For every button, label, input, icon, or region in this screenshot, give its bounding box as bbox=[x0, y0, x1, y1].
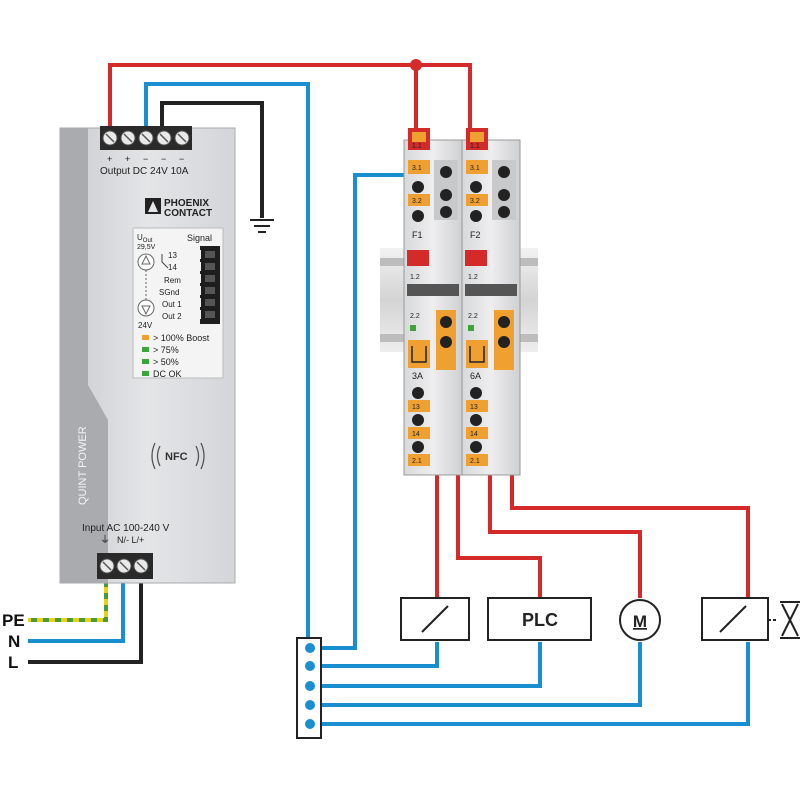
wire-psu-negative bbox=[144, 82, 310, 645]
plc-label: PLC bbox=[522, 610, 558, 630]
f2-t-mid2: 2.2 bbox=[468, 313, 478, 320]
wire-ret-plc bbox=[316, 642, 542, 688]
uout-value: 29,5V bbox=[137, 244, 156, 251]
wire-mains-l bbox=[28, 575, 143, 664]
signal-terminals bbox=[196, 250, 201, 319]
load-motor: M bbox=[619, 599, 661, 641]
power-supply: QUINT POWER + + − − − Output DC 24V 10A … bbox=[59, 126, 236, 584]
positive-junction bbox=[410, 59, 422, 71]
load-valve bbox=[701, 597, 800, 641]
uout-label: UOut bbox=[137, 233, 153, 244]
f2-t-low-1: 13 bbox=[470, 404, 478, 411]
f2-t-mid1: 1.2 bbox=[468, 274, 478, 281]
input-screws bbox=[99, 558, 149, 574]
signal-header: Signal bbox=[187, 233, 212, 243]
f1-t-top-a: 1.1 bbox=[412, 143, 422, 150]
brand-line2: CONTACT bbox=[164, 208, 212, 219]
f1-rating: 3A bbox=[412, 371, 423, 381]
led-swatch-75 bbox=[142, 347, 149, 352]
output-pol-5: − bbox=[179, 154, 184, 164]
valve-coil-icon bbox=[719, 605, 747, 633]
signal-term-3: Rem bbox=[164, 276, 181, 285]
uout-min: 24V bbox=[138, 321, 153, 330]
led-text-boost: > 100% Boost bbox=[153, 333, 210, 343]
mains-l-label: L bbox=[8, 653, 18, 672]
signal-terminal-holes bbox=[205, 251, 215, 318]
signal-term-2: 14 bbox=[168, 263, 177, 272]
led-text-50: > 50% bbox=[153, 357, 179, 367]
led-text-75: > 75% bbox=[153, 345, 179, 355]
led-swatch-boost bbox=[142, 335, 149, 340]
f1-t-low-3: 2.1 bbox=[412, 458, 422, 465]
wire-signal-return bbox=[316, 173, 418, 650]
return-terminal-block bbox=[296, 637, 322, 739]
wire-ret-relay bbox=[316, 642, 439, 668]
wires bbox=[28, 59, 750, 726]
motor-label: M bbox=[633, 612, 647, 631]
led-text-dcok: DC OK bbox=[153, 369, 182, 379]
wire-psu-ground bbox=[160, 101, 264, 218]
output-pol-4: − bbox=[161, 154, 166, 164]
input-polarity: N/- L/+ bbox=[117, 535, 144, 545]
input-ground-symbol-icon: ⏚ bbox=[100, 534, 110, 546]
led-swatch-50 bbox=[142, 359, 149, 364]
led-legend: > 100% Boost > 75% > 50% DC OK bbox=[142, 333, 210, 379]
wire-ret-motor bbox=[316, 642, 642, 707]
led-swatch-dcok bbox=[142, 371, 149, 376]
brand-line1: PHOENIX bbox=[164, 198, 209, 209]
output-pol-1: + bbox=[107, 154, 112, 164]
wire-mains-n bbox=[28, 575, 125, 643]
wire-mains-pe-stripe bbox=[28, 575, 108, 622]
f1-t-low-1: 13 bbox=[412, 404, 420, 411]
signal-term-6: Out 2 bbox=[162, 312, 182, 321]
f2-rating: 6A bbox=[470, 371, 481, 381]
relay-contact-icon bbox=[161, 254, 169, 269]
output-label: Output DC 24V 10A bbox=[100, 166, 189, 177]
f1-t-mid2: 2.2 bbox=[410, 313, 420, 320]
psu-side-label: QUINT POWER bbox=[77, 426, 89, 505]
wire-out-valve bbox=[510, 390, 750, 598]
nfc-label: NFC bbox=[165, 451, 188, 463]
wire-psu-positive bbox=[108, 63, 472, 130]
wire-ret-valve bbox=[316, 642, 750, 726]
output-pol-2: + bbox=[125, 154, 130, 164]
load-relay-coil bbox=[400, 597, 470, 641]
f2-t-top-c: 3.2 bbox=[470, 198, 480, 205]
signal-term-5: Out 1 bbox=[162, 300, 182, 309]
mains-n-label: N bbox=[8, 632, 20, 651]
breaker-module-f2: 1.1 3.1 3.2 F2 1.2 2.2 6A 13 14 2.1 bbox=[461, 128, 521, 476]
f2-t-top-a: 1.1 bbox=[470, 143, 480, 150]
f2-name: F2 bbox=[470, 230, 481, 240]
f1-t-top-b: 3.1 bbox=[412, 165, 422, 172]
output-screws bbox=[102, 130, 190, 146]
valve-icon bbox=[780, 601, 800, 639]
nfc-icon bbox=[151, 442, 205, 470]
breaker-module-f1: 1.1 3.1 3.2 F1 1.2 2.2 3A 13 14 2.1 bbox=[403, 128, 463, 476]
signal-term-1: 13 bbox=[168, 251, 177, 260]
f2-t-low-2: 14 bbox=[470, 431, 478, 438]
f1-t-top-c: 3.2 bbox=[412, 198, 422, 205]
output-pol-3: − bbox=[143, 154, 148, 164]
f1-t-mid1: 1.2 bbox=[410, 274, 420, 281]
signal-term-4: SGnd bbox=[159, 288, 179, 297]
f1-t-low-2: 14 bbox=[412, 431, 420, 438]
f2-t-top-b: 3.1 bbox=[470, 165, 480, 172]
f1-name: F1 bbox=[412, 230, 423, 240]
relay-coil-icon bbox=[421, 605, 449, 633]
mains-pe-label: PE bbox=[2, 611, 25, 630]
ground-symbol-icon bbox=[250, 219, 274, 233]
f2-t-low-3: 2.1 bbox=[470, 458, 480, 465]
potentiometer-icon bbox=[137, 253, 155, 317]
load-plc: PLC bbox=[487, 597, 592, 641]
input-label: Input AC 100-240 V bbox=[82, 523, 170, 534]
